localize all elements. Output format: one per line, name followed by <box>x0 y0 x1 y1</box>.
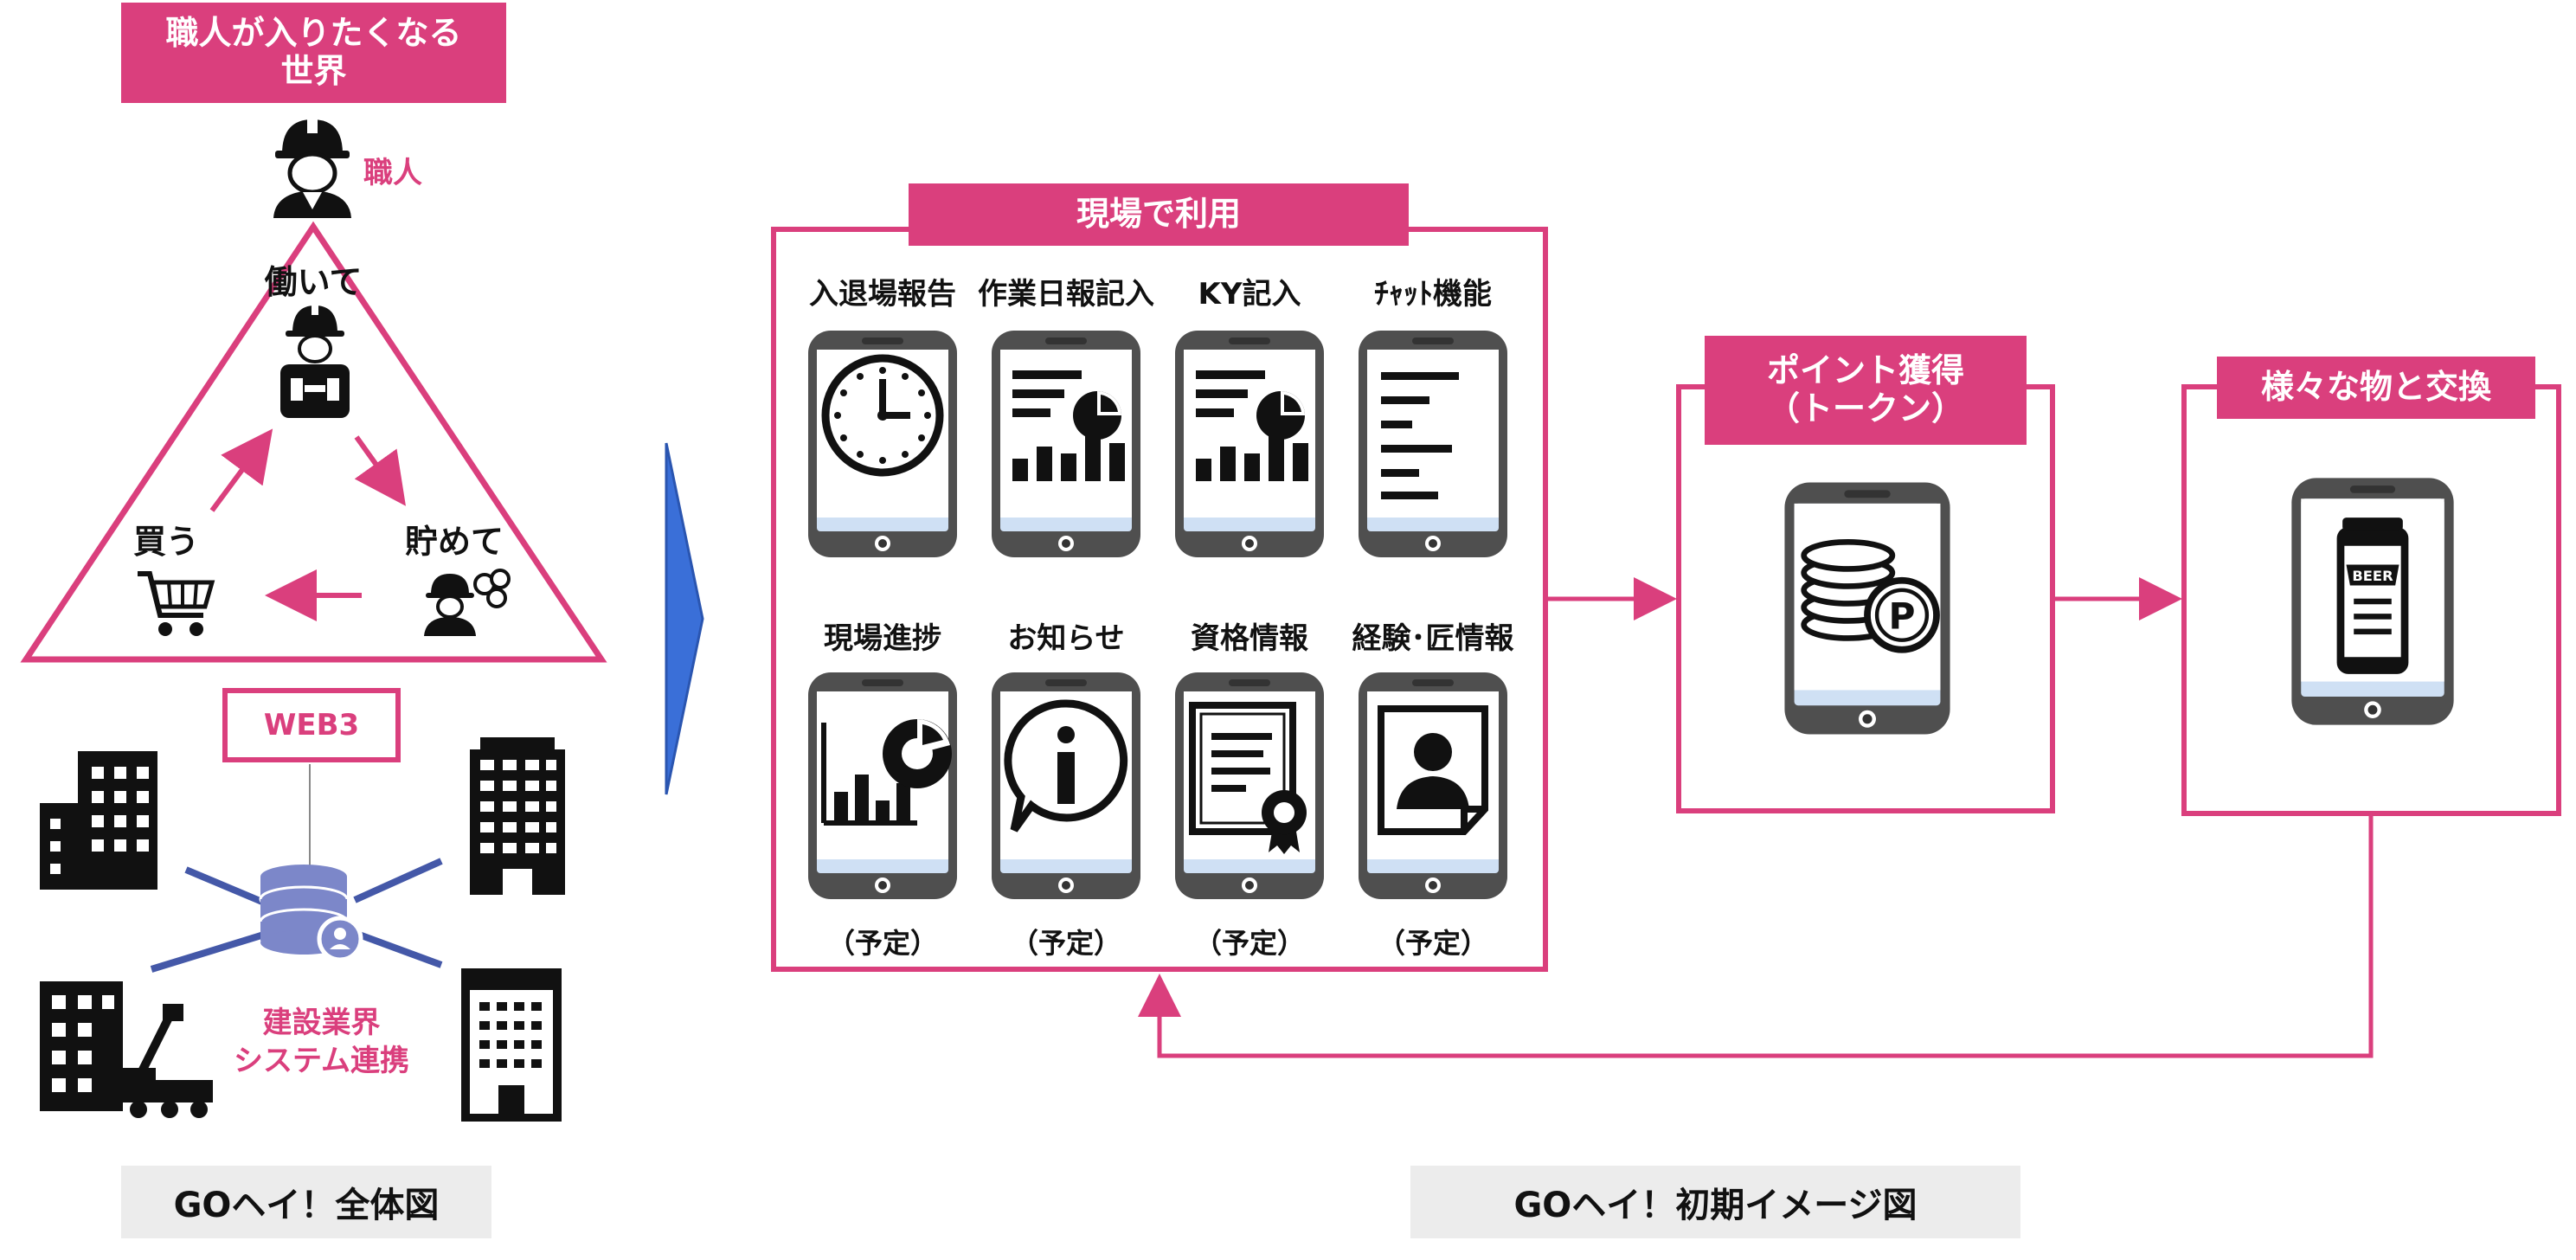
certificate-icon <box>1175 672 1324 899</box>
worker-icon <box>273 116 351 218</box>
onsite-item-note: （予定） <box>1377 927 1489 960</box>
onsite-item-label: 資格情報 <box>1191 621 1308 656</box>
left-title: 職人が入りたくなる 世界 <box>121 3 506 103</box>
cycle-triangle <box>20 221 607 663</box>
chat-lines-icon <box>1359 331 1507 557</box>
worker-label: 職人 <box>363 156 422 190</box>
cycle-arrow-work-to-save <box>354 435 406 506</box>
office-building-icon <box>40 751 157 890</box>
left-caption: GOヘイ！全体図 <box>121 1166 491 1238</box>
points-phone: P <box>1781 479 1954 742</box>
onsite-item-label: 経験･匠情報 <box>1352 621 1514 656</box>
shopping-cart-icon <box>138 571 215 636</box>
construction-crane-building-icon <box>40 981 213 1118</box>
cycle-work-label: 働いて <box>264 263 363 301</box>
report-chart-icon <box>992 331 1140 557</box>
onsite-item-label: お知らせ <box>1007 621 1125 656</box>
points-title: ポイント獲得 （トークン） <box>1705 336 2027 445</box>
worker-coins-icon <box>424 569 511 636</box>
report-chart-icon <box>1175 331 1324 557</box>
db-link-top-right <box>353 858 443 903</box>
onsite-item-phone <box>1172 669 1327 906</box>
integration-label: 建設業界 システム連携 <box>234 1006 409 1079</box>
tower-building-icon <box>470 737 565 895</box>
coins-point-icon: P <box>1784 482 1950 735</box>
onsite-item-phone <box>1355 669 1511 906</box>
web3-badge: WEB3 <box>222 688 401 762</box>
onsite-item-label: ﾁｬｯﾄ機能 <box>1374 277 1492 312</box>
onsite-item-phone <box>988 327 1144 564</box>
arrow-exchange-return <box>1138 813 2374 1058</box>
onsite-item-phone <box>1172 327 1327 564</box>
onsite-item-phone <box>988 669 1144 906</box>
db-link-top-left <box>184 866 270 908</box>
worker-tools-icon <box>280 303 350 418</box>
exchange-title: 様々な物と交換 <box>2217 357 2535 419</box>
cycle-buy-label: 買う <box>132 523 200 561</box>
onsite-item-phone <box>805 669 960 906</box>
onsite-item-label: KY記入 <box>1198 277 1301 312</box>
onsite-title: 現場で利用 <box>909 183 1409 246</box>
onsite-item-label: 作業日報記入 <box>978 277 1154 312</box>
onsite-item-note: （予定） <box>826 927 939 960</box>
cycle-arrow-buy-to-work <box>209 428 273 512</box>
cycle-save-label: 貯めて <box>404 523 504 561</box>
beer-can-icon: BEER <box>2291 478 2454 725</box>
svg-text:BEER: BEER <box>2352 568 2393 584</box>
onsite-item-label: 現場進捗 <box>824 621 941 656</box>
svg-text:P: P <box>1889 595 1916 637</box>
progress-chart-icon <box>808 672 957 899</box>
onsite-item-label: 入退場報告 <box>809 277 956 312</box>
right-caption: GOヘイ！初期イメージ図 <box>1410 1166 2020 1238</box>
db-link-bottom-left <box>150 931 266 973</box>
db-link-bottom-right <box>357 931 443 968</box>
onsite-item-phone <box>805 327 960 564</box>
onsite-item-phone <box>1355 327 1511 564</box>
database-user-icon <box>259 865 363 962</box>
chevron-right-icon <box>665 442 704 795</box>
onsite-item-note: （予定） <box>1010 927 1122 960</box>
onsite-item-note: （予定） <box>1193 927 1306 960</box>
info-bubble-icon <box>992 672 1140 899</box>
apartment-building-icon <box>461 968 562 1122</box>
profile-card-icon <box>1359 672 1507 899</box>
clock-icon <box>808 331 957 557</box>
exchange-phone: BEER <box>2288 474 2457 732</box>
